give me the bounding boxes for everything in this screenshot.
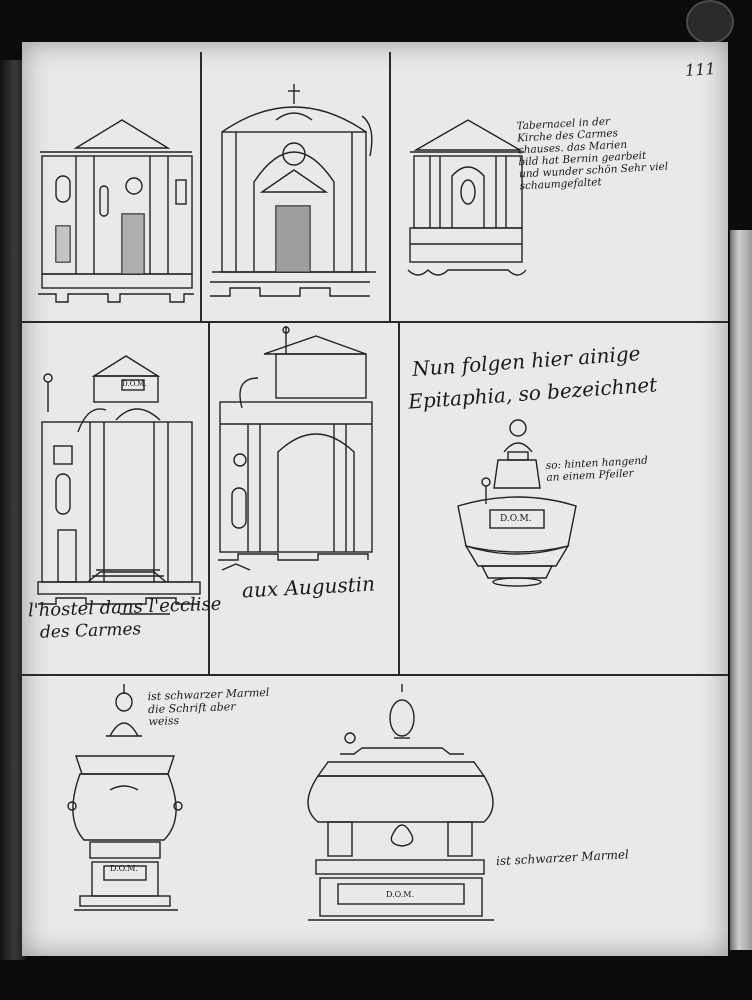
dom-label-upper: D.O.M. <box>500 514 532 524</box>
tabernacle-sketch <box>407 119 527 276</box>
left-sarcophagus-sketch <box>67 684 183 911</box>
row-divider-2 <box>22 674 728 676</box>
hostel-caption-line2: des Carmes <box>39 619 142 643</box>
right-sarcophagus-sketch <box>307 684 494 921</box>
banner-small-label: D.O.M. <box>122 380 147 388</box>
augustin-facade-sketch <box>218 326 373 571</box>
epitaphs-heading-line2: Epitaphia, so bezeichnet <box>407 372 658 414</box>
col-divider-top-1 <box>200 52 202 322</box>
facade-sketch-1 <box>38 119 194 303</box>
book-binding <box>0 60 26 960</box>
hostel-altar-sketch <box>37 355 201 615</box>
col-divider-mid-1 <box>208 322 210 674</box>
facade-sketch-2 <box>210 84 376 297</box>
bust-epitaph-sketch <box>457 419 577 587</box>
manuscript-page: 111 <box>22 42 728 956</box>
tabernacel-caption: Tabernacel in der Kirche des Carmes chau… <box>516 115 669 193</box>
marble-caption-right: ist schwarzer Marmel <box>495 847 630 869</box>
augustin-caption: aux Augustin <box>241 571 376 603</box>
col-divider-top-2 <box>389 52 391 322</box>
col-divider-mid-2 <box>398 322 400 674</box>
page-number: 111 <box>684 58 717 81</box>
next-page-edge <box>730 230 752 950</box>
dom-label-left: D.O.M. <box>110 864 139 873</box>
row-divider-1 <box>22 321 728 323</box>
hostel-caption: l'hostel dans l'ecclise <box>27 593 222 622</box>
page-clip <box>686 0 734 44</box>
dom-label-right: D.O.M. <box>386 890 415 899</box>
